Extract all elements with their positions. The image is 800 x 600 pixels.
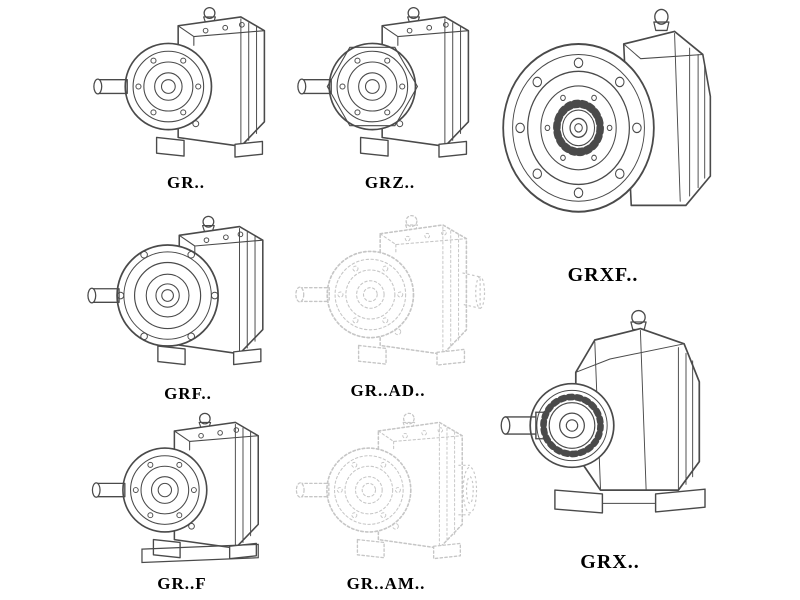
figure-label-gr-am: GR..AM.. (346, 574, 426, 593)
figure-label-grz: GRZ.. (364, 173, 416, 192)
gearbox-drawing-grz (297, 6, 470, 158)
figure-label-gr-ad: GR..AD.. (350, 381, 426, 400)
figure-label-gr-f: GR..F (157, 574, 207, 593)
figure-gr-f: GR..F (86, 410, 278, 594)
gearbox-drawing-grf (87, 215, 264, 366)
figure-gr-am: GR..AM.. (290, 410, 482, 594)
figure-grf: GRF.. (86, 212, 290, 404)
figure-label-grx: GRX.. (580, 551, 640, 573)
figure-label-grf: GRF.. (164, 384, 212, 403)
gearbox-drawing-grx (496, 302, 724, 549)
figure-grxf: GRXF.. (490, 0, 716, 287)
gearbox-drawing-gr-f (91, 412, 260, 564)
figure-gr: GR.. (88, 4, 284, 193)
figure-label-gr: GR.. (167, 173, 205, 192)
gearbox-drawing-gr (93, 6, 266, 158)
figure-label-grxf: GRXF.. (567, 264, 639, 286)
gearbox-drawing-grxf (490, 0, 716, 262)
figure-gr-ad: GR..AD.. (290, 212, 486, 401)
gearbox-drawing-gr-am (295, 412, 478, 560)
gearbox-drawing-gr-ad (295, 214, 486, 366)
figure-grx: GRX.. (496, 302, 724, 574)
figure-grz: GRZ.. (292, 4, 488, 193)
